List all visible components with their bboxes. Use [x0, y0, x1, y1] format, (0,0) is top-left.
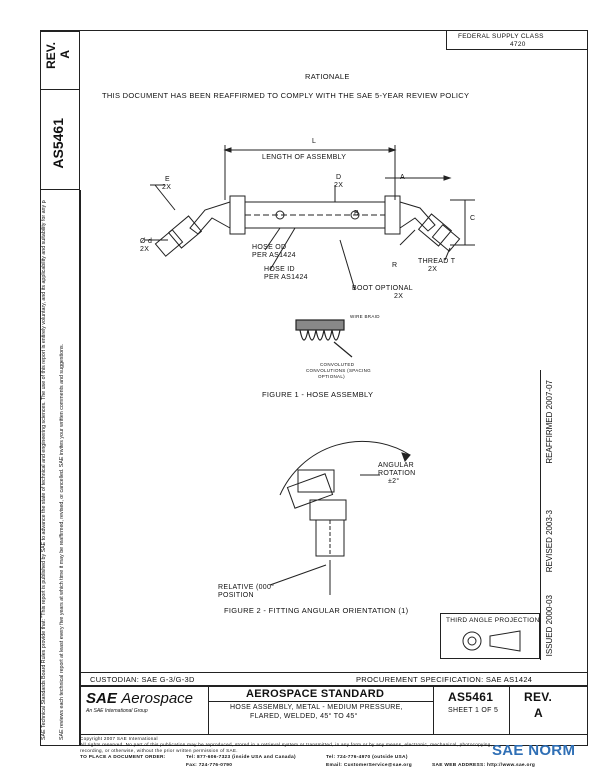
logo-aerospace: Aerospace	[121, 690, 194, 707]
rev-value: A	[58, 50, 72, 59]
figure2-caption: FIGURE 2 - FITTING ANGULAR ORIENTATION (…	[224, 606, 409, 615]
thread-count: 2X	[428, 266, 438, 273]
order-label: TO PLACE A DOCUMENT ORDER:	[80, 755, 166, 760]
hose-assembly-drawing	[145, 145, 475, 291]
hose-od: HOSE OD	[252, 244, 287, 251]
rationale-text: THIS DOCUMENT HAS BEEN REAFFIRMED TO COM…	[102, 91, 470, 100]
fitting-orientation-drawing	[269, 440, 411, 595]
fsc-value: 4720	[510, 41, 526, 48]
fsc-box	[446, 30, 588, 50]
dim-d-count: 2X	[334, 182, 344, 189]
dim-c: C	[470, 215, 476, 222]
rights-notice-2: recording, or otherwise, without the pri…	[80, 748, 238, 753]
thread: THREAD T	[418, 258, 456, 265]
fax: Fax: 724-776-0790	[186, 763, 233, 768]
doc-number-box	[40, 90, 80, 190]
email: Email: CustomerService@sae.org	[326, 763, 412, 768]
dim-l: L	[312, 138, 317, 145]
convolutions-1: CONVOLUTED	[320, 362, 355, 367]
rev-box	[40, 30, 80, 90]
projection-symbol	[462, 630, 521, 652]
footer-divider-3	[509, 686, 510, 734]
left-strip-border	[79, 190, 81, 746]
sae-norm-watermark: SAE NORM	[492, 742, 576, 759]
boot-count: 2X	[394, 293, 404, 300]
convolutions-3: OPTIONAL)	[318, 374, 345, 379]
projection-box	[440, 613, 540, 659]
dim-r: R	[392, 262, 398, 269]
drawing-sheet	[40, 30, 588, 746]
footer-divider-2	[433, 686, 434, 734]
convolutions-2: CONVOLUTIONS (SPACING	[306, 368, 371, 373]
relative-position: RELATIVE (000°	[218, 584, 275, 591]
dim-a: A	[400, 174, 405, 181]
logo-subtitle: An SAE International Group	[86, 708, 148, 714]
right-strip-border	[540, 370, 541, 660]
relative-position-2: POSITION	[218, 592, 254, 599]
dim-d: D	[336, 174, 342, 181]
tel-inside-usa: Tel: 877-606-7323 (inside USA and Canada…	[186, 755, 296, 760]
tel-outside-usa: Tel: 724-776-4970 (outside USA)	[326, 755, 408, 760]
issued-date: ISSUED 2000-03	[545, 595, 554, 657]
dim-e-count: 2X	[162, 184, 172, 191]
description-line-1: HOSE ASSEMBLY, METAL - MEDIUM PRESSURE,	[230, 704, 403, 711]
figure1-caption: FIGURE 1 - HOSE ASSEMBLY	[262, 390, 374, 399]
sae-logo: SAE Aerospace An SAE International Group	[86, 690, 206, 718]
review-notice: SAE reviews each technical report at lea…	[59, 343, 65, 740]
angular-rotation: ANGULAR	[378, 462, 414, 469]
phi-d: Ø d	[140, 238, 153, 245]
footer-doc-number: AS5461	[448, 690, 494, 704]
braid-detail-drawing	[295, 319, 353, 358]
footer-rev-value: A	[534, 706, 543, 720]
angular-tolerance: ±2°	[388, 478, 400, 485]
angular-rotation-2: ROTATION	[378, 470, 416, 477]
rights-notice: All rights reserved. No part of this pub…	[80, 742, 493, 747]
rev-label: REV.	[44, 42, 58, 69]
footer-rule-4	[80, 734, 588, 735]
fsc-label: FEDERAL SUPPLY CLASS	[458, 33, 544, 40]
web-address: SAE WEB ADDRESS: http://www.sae.org	[432, 763, 536, 768]
footer-rev-label: REV.	[524, 690, 553, 704]
copyright: Copyright 2007 SAE International	[80, 736, 158, 741]
rationale-title: RATIONALE	[305, 72, 350, 81]
doc-number-vertical: AS5461	[50, 118, 66, 169]
hose-id-ref: PER AS1424	[264, 274, 308, 281]
hose-od-ref: PER AS1424	[252, 252, 296, 259]
revised-date: REVISED 2003-3	[545, 510, 554, 573]
footer-rule-2	[80, 685, 588, 687]
reaffirmed-date: REAFFIRMED 2007-07	[545, 380, 554, 464]
phi-d-count: 2X	[140, 246, 150, 253]
projection-title: THIRD ANGLE PROJECTION	[446, 617, 540, 624]
dim-b: B	[354, 210, 359, 217]
dim-e: E	[165, 176, 170, 183]
wire-braid: WIRE BRAID	[350, 314, 380, 319]
hose-id: HOSE ID	[264, 266, 295, 273]
procurement-spec: PROCUREMENT SPECIFICATION: SAE AS1424	[356, 675, 533, 684]
strip-rule	[40, 30, 80, 32]
footer-rule-1	[80, 672, 588, 673]
boot-optional: BOOT OPTIONAL	[352, 285, 413, 292]
custodian: CUSTODIAN: SAE G-3/G-3D	[90, 675, 195, 684]
length-of-assembly: LENGTH OF ASSEMBLY	[262, 154, 347, 161]
footer-rule-3	[208, 701, 433, 702]
legal-notice: SAE Technical Standards Board Rules prov…	[41, 200, 47, 740]
description-line-2: FLARED, WELDED, 45° TO 45°	[250, 713, 358, 720]
logo-sae: SAE	[86, 690, 117, 707]
aerospace-standard-title: AEROSPACE STANDARD	[246, 688, 385, 700]
sheet-number: SHEET 1 OF 5	[448, 707, 499, 714]
footer-divider-1	[208, 686, 209, 734]
